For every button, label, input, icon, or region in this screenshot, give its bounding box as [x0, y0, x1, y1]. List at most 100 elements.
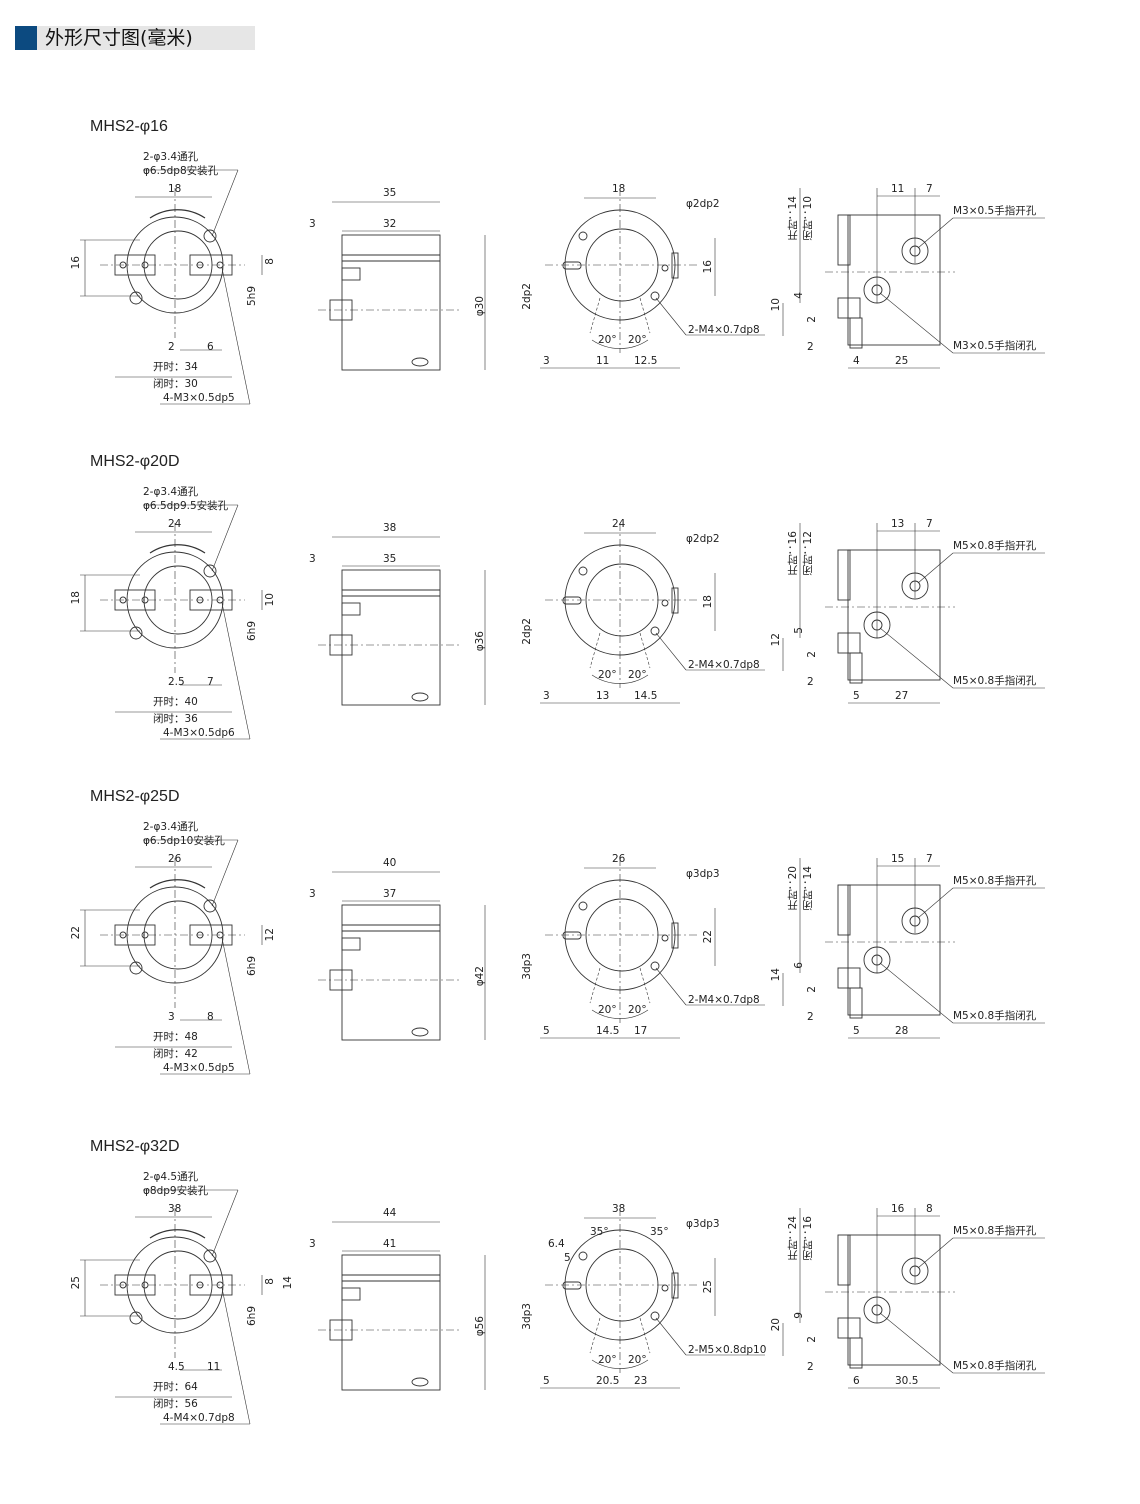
side-view-drawing	[318, 871, 486, 1041]
rear-side-pin-dim: 3dp3	[521, 953, 533, 980]
finger-open-stroke: 开时：20	[787, 866, 799, 911]
rear-dim-3: 17	[634, 1025, 648, 1037]
finger-view-drawing	[782, 858, 1045, 1039]
side-length-dim: 40	[383, 857, 397, 869]
front-view-drawing	[80, 504, 263, 740]
rear-angle-left: 20°	[598, 334, 617, 346]
front-width-dim: 26	[168, 853, 182, 865]
rear-dim-2: 20.5	[596, 1375, 620, 1387]
front-width-dim: 18	[168, 183, 182, 195]
finger-width-1: 2	[807, 676, 814, 688]
rear-angle-left: 20°	[598, 1004, 617, 1016]
finger-closed-stroke: 闭时：10	[802, 196, 814, 241]
front-offset-dim: 4.5	[168, 1361, 185, 1373]
finger-height-3: 2	[806, 986, 818, 993]
side-view-drawing	[318, 536, 486, 706]
finger-open-port-note: M5×0.8手指开孔	[953, 540, 1037, 552]
finger-width-2: 4	[853, 355, 860, 367]
finger-width-3: 30.5	[895, 1375, 919, 1387]
side-view-drawing	[318, 1221, 486, 1391]
rear-side-pin-dim: 2dp2	[521, 618, 533, 645]
rear-angle-right: 20°	[628, 334, 647, 346]
rear-dim-1: 5	[543, 1375, 550, 1387]
finger-closed-stroke: 闭时：14	[802, 866, 814, 911]
rear-spacing-dim: 22	[702, 930, 714, 944]
front-height-dim: 18	[70, 591, 82, 605]
finger-height-1: 20	[770, 1318, 782, 1332]
finger-width-2: 5	[853, 1025, 860, 1037]
side-body-dim: 32	[383, 218, 397, 230]
finger-open-port-note: M5×0.8手指开孔	[953, 1225, 1037, 1237]
rear-pin-note: φ2dp2	[686, 533, 720, 545]
front-counterbore-note: φ6.5dp8安装孔	[143, 165, 219, 177]
rear-dim-1: 3	[543, 690, 550, 702]
rear-thread-note: 2-M4×0.7dp8	[688, 659, 760, 671]
front-width-dim: 38	[168, 1203, 182, 1215]
section-title: 外形尺寸图(毫米)	[45, 27, 193, 49]
front-height-dim: 25	[70, 1276, 82, 1290]
front-tab-fit-dim: 6h9	[246, 956, 258, 977]
model-section: MHS2-φ16	[0, 118, 1140, 448]
rear-dim-2: 11	[596, 355, 610, 367]
front-closed-width: 闭时：42	[153, 1048, 198, 1060]
model-drawings	[80, 839, 1045, 1075]
front-thread-note: 4-M3×0.5dp5	[163, 1062, 235, 1074]
rear-thread-note: 2-M5×0.8dp10	[688, 1344, 767, 1356]
finger-dim-2: 7	[926, 518, 933, 530]
finger-dim-2: 8	[926, 1203, 933, 1215]
front-closed-width: 闭时：56	[153, 1398, 198, 1410]
finger-view-drawing	[782, 1208, 1045, 1389]
rear-angle-top-right: 35°	[650, 1226, 669, 1238]
rear-dim-2: 14.5	[596, 1025, 620, 1037]
side-diameter-dim: φ30	[474, 296, 486, 317]
finger-width-3: 27	[895, 690, 909, 702]
side-offset-dim: 3	[309, 1238, 316, 1250]
rear-view-drawing	[540, 523, 765, 704]
front-offset-dim: 3	[168, 1011, 175, 1023]
rear-view-drawing	[540, 858, 765, 1039]
side-offset-dim: 3	[309, 553, 316, 565]
finger-height-2: 4	[793, 292, 805, 299]
finger-closed-port-note: M5×0.8手指闭孔	[953, 1360, 1037, 1372]
rear-side-pin-dim: 2dp2	[521, 283, 533, 310]
front-height-dim: 16	[70, 256, 82, 270]
finger-width-3: 28	[895, 1025, 909, 1037]
front-counterbore-note: φ6.5dp9.5安装孔	[143, 500, 229, 512]
front-closed-width: 闭时：30	[153, 378, 198, 390]
rear-width-dim: 38	[612, 1203, 626, 1215]
front-counterbore-note: φ6.5dp10安装孔	[143, 835, 225, 847]
front-pitch-dim: 8	[207, 1011, 214, 1023]
front-open-width: 开时：48	[153, 1031, 198, 1043]
model-name: MHS2-φ16	[90, 118, 168, 135]
rear-dim-3: 14.5	[634, 690, 658, 702]
model-drawings	[80, 1189, 1045, 1425]
side-length-dim: 38	[383, 522, 397, 534]
side-body-dim: 41	[383, 1238, 397, 1250]
side-body-dim: 35	[383, 553, 397, 565]
finger-view-drawing	[782, 188, 1045, 369]
rear-angle-left: 20°	[598, 1354, 617, 1366]
rear-width-dim: 18	[612, 183, 626, 195]
finger-dim-1: 15	[891, 853, 905, 865]
front-view-drawing	[80, 1189, 263, 1425]
finger-dim-1: 16	[891, 1203, 905, 1215]
finger-width-3: 25	[895, 355, 909, 367]
front-open-width: 开时：40	[153, 696, 198, 708]
rear-view-drawing	[540, 1208, 765, 1389]
rear-angle-right: 20°	[628, 1004, 647, 1016]
front-view-drawing	[80, 169, 263, 405]
rear-spacing-dim: 16	[702, 260, 714, 274]
model-section: MHS2-φ32D	[0, 1138, 1140, 1468]
finger-width-1: 2	[807, 341, 814, 353]
rear-width-dim: 24	[612, 518, 626, 530]
finger-height-2: 5	[793, 627, 805, 634]
rear-pin-note: φ3dp3	[686, 868, 720, 880]
side-length-dim: 44	[383, 1207, 397, 1219]
rear-dim-1: 5	[543, 1025, 550, 1037]
front-pitch-dim: 7	[207, 676, 214, 688]
rear-view-drawing	[540, 188, 765, 369]
front-hole-note: 2-φ3.4通孔	[143, 486, 199, 498]
finger-closed-port-note: M5×0.8手指闭孔	[953, 675, 1037, 687]
rear-angle-top-left: 35°	[590, 1226, 609, 1238]
